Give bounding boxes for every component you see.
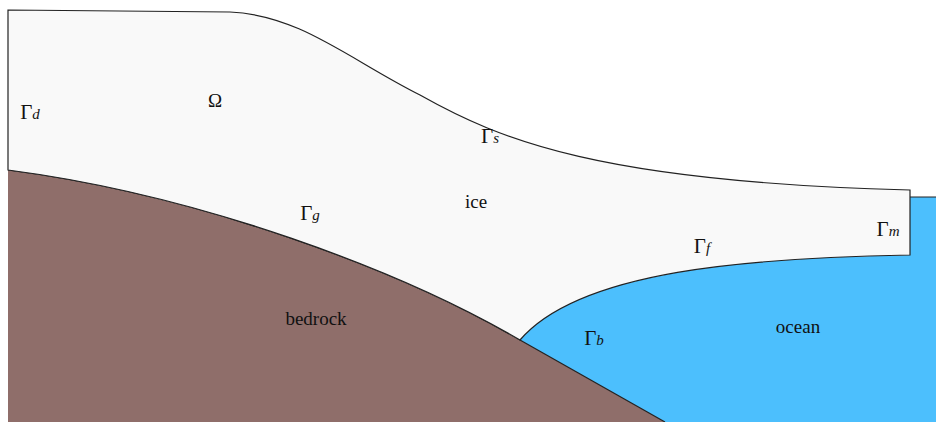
boundary-label: Γf — [694, 236, 710, 257]
region-label: ice — [465, 192, 487, 211]
region-label: bedrock — [285, 309, 346, 328]
boundary-label: Γg — [300, 203, 320, 224]
boundary-label: Γb — [584, 328, 604, 349]
boundary-label: Γs — [481, 126, 499, 147]
region-label: ocean — [776, 317, 820, 336]
ocean-surface — [910, 197, 936, 198]
domain-label: Ω — [208, 91, 222, 110]
boundary-label: Γd — [20, 102, 40, 123]
ice-region — [8, 10, 910, 340]
boundary-label: Γm — [877, 219, 900, 240]
